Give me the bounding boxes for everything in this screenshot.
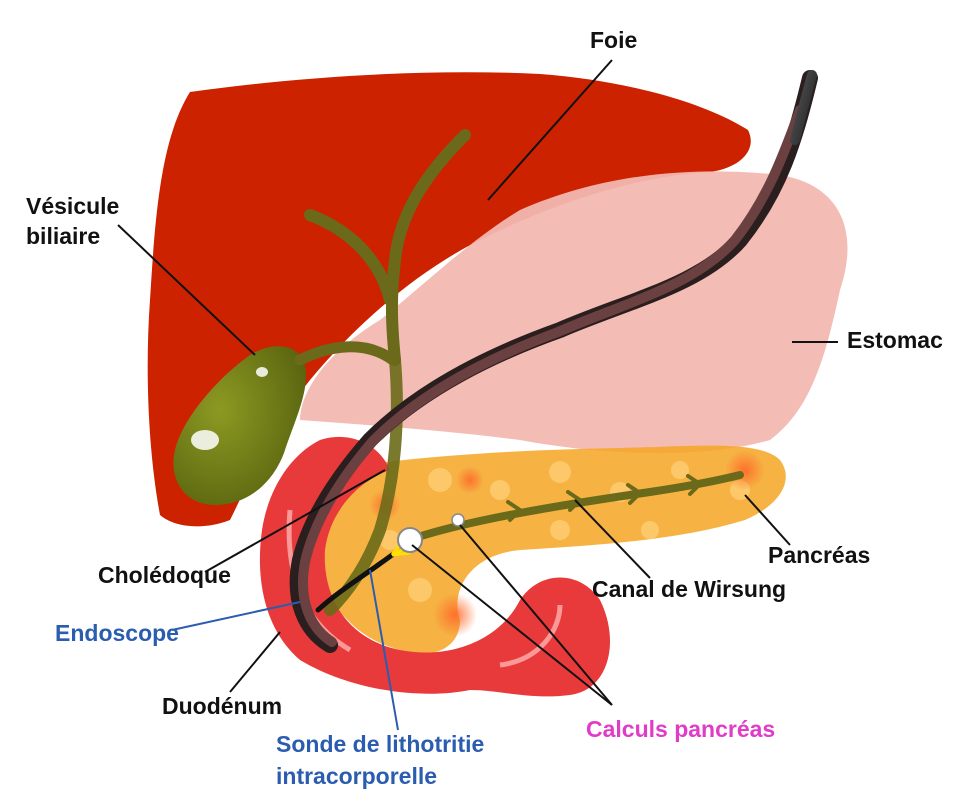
- endoscope-tube-inner: [298, 105, 805, 647]
- label-sonde-line2: intracorporelle: [276, 763, 437, 789]
- leader-calculs-b: [459, 524, 613, 706]
- gallbladder-shine-small: [256, 367, 268, 377]
- leader-calculs-a: [411, 544, 613, 706]
- cystic-duct: [294, 341, 399, 366]
- leader-vesicule: [117, 224, 256, 356]
- gallbladder-shape: [173, 346, 306, 505]
- label-duodenum: Duodénum: [162, 693, 282, 719]
- leader-choledoque: [204, 469, 386, 573]
- pancreatic-stone-large: [397, 527, 423, 553]
- label-pancreas: Pancréas: [768, 542, 870, 568]
- leader-endoscope: [171, 601, 301, 631]
- gallbladder-shine: [191, 430, 219, 450]
- pancreatic-stone-small: [451, 513, 465, 527]
- label-vesicule-line1: Vésicule: [26, 193, 119, 219]
- label-estomac: Estomac: [847, 327, 943, 353]
- label-wirsung: Canal de Wirsung: [592, 576, 786, 602]
- pancreas-shape: [317, 445, 786, 654]
- leader-duodenum: [229, 631, 281, 693]
- lithotripsy-probe: [315, 552, 395, 613]
- endoscope-tip: [790, 70, 817, 145]
- label-vesicule-line2: biliaire: [26, 223, 100, 249]
- duodenum-shape: [259, 436, 610, 697]
- hepatic-duct-right: [304, 209, 396, 306]
- wirsung-branches: [506, 474, 702, 522]
- leader-foie: [487, 59, 613, 201]
- hepatic-duct-left: [385, 129, 471, 366]
- label-calculs: Calculs pancréas: [586, 716, 775, 742]
- leader-pancreas: [744, 494, 791, 546]
- label-choledoque: Cholédoque: [98, 562, 231, 588]
- label-sonde-line1: Sonde de lithotritie: [276, 731, 484, 757]
- leader-wirsung: [574, 499, 651, 579]
- leader-sonde: [369, 569, 399, 731]
- label-foie: Foie: [590, 27, 637, 53]
- label-endoscope: Endoscope: [55, 620, 179, 646]
